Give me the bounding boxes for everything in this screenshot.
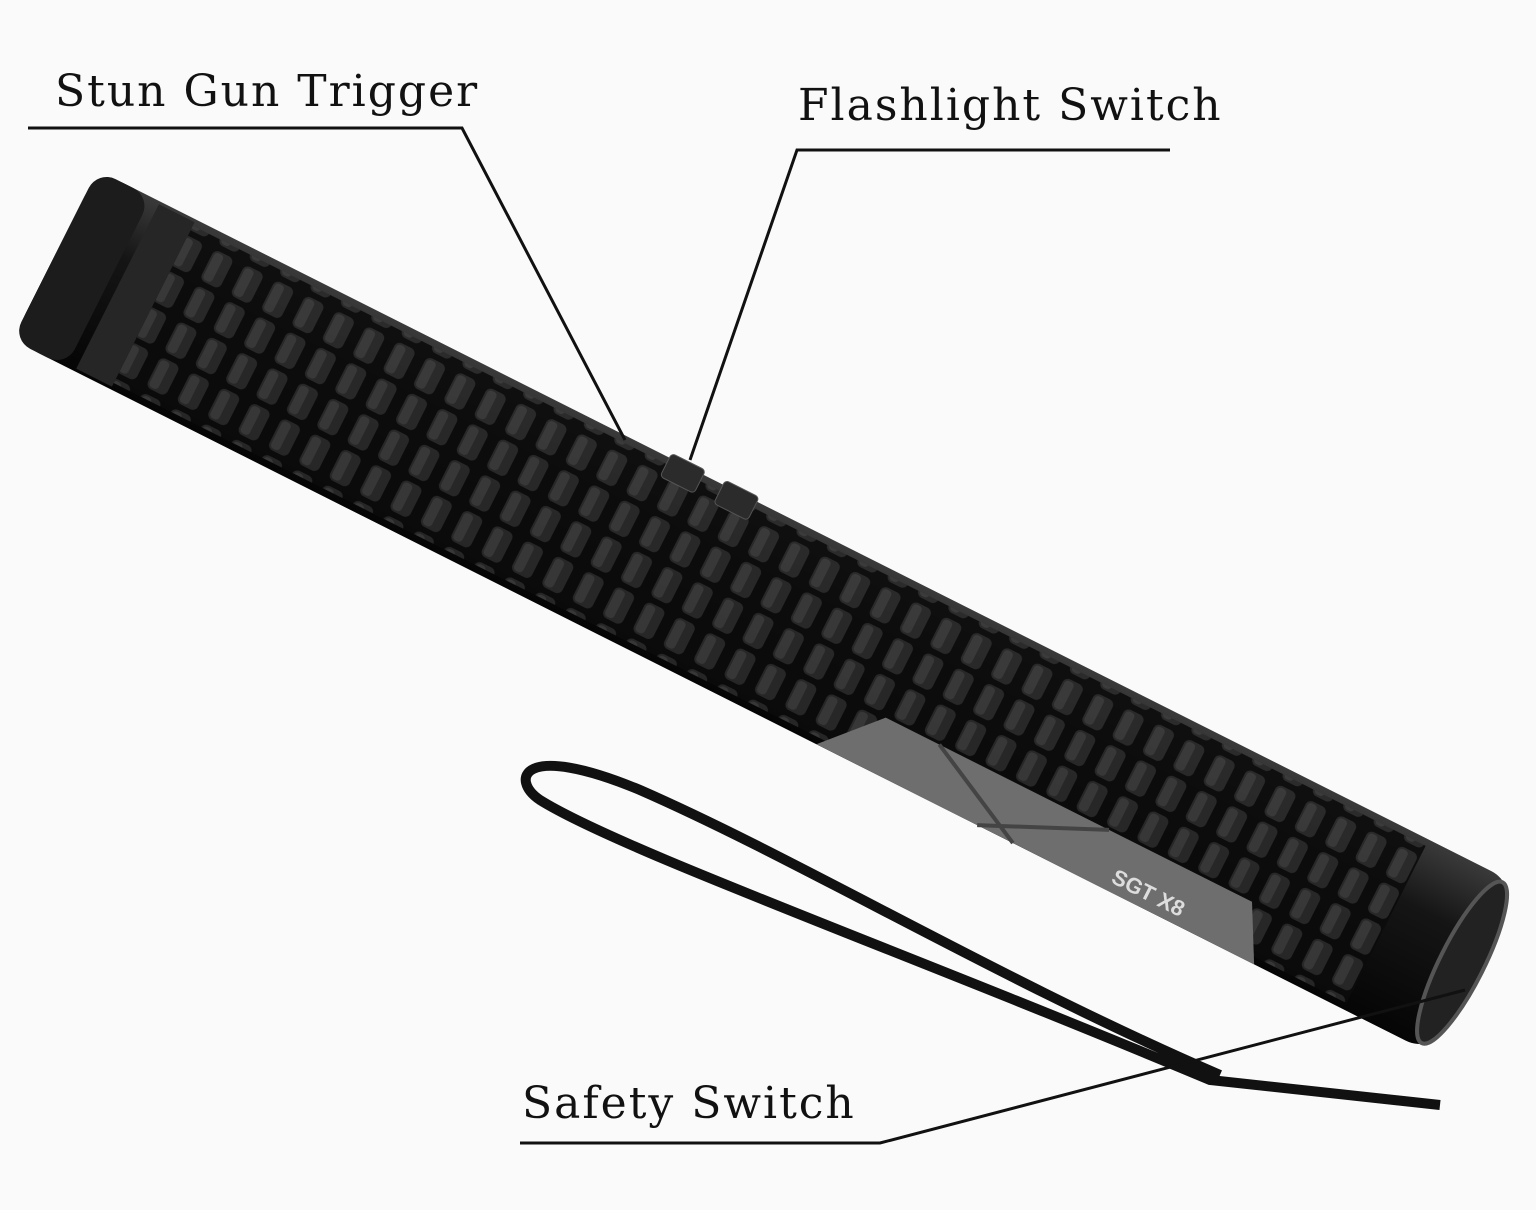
safety-switch-label: Safety Switch [522,1078,856,1129]
model-panel [816,717,1255,965]
leader-lines [28,126,1466,1145]
flashlight-button [714,481,759,520]
trigger-button [660,454,705,493]
stun-gun-trigger-label: Stun Gun Trigger [55,66,480,117]
baton-body [19,176,1510,1046]
baton-end-cap [1415,879,1510,1046]
flashlight-switch-label: Flashlight Switch [798,80,1223,131]
wrist-strap [520,760,1441,1110]
